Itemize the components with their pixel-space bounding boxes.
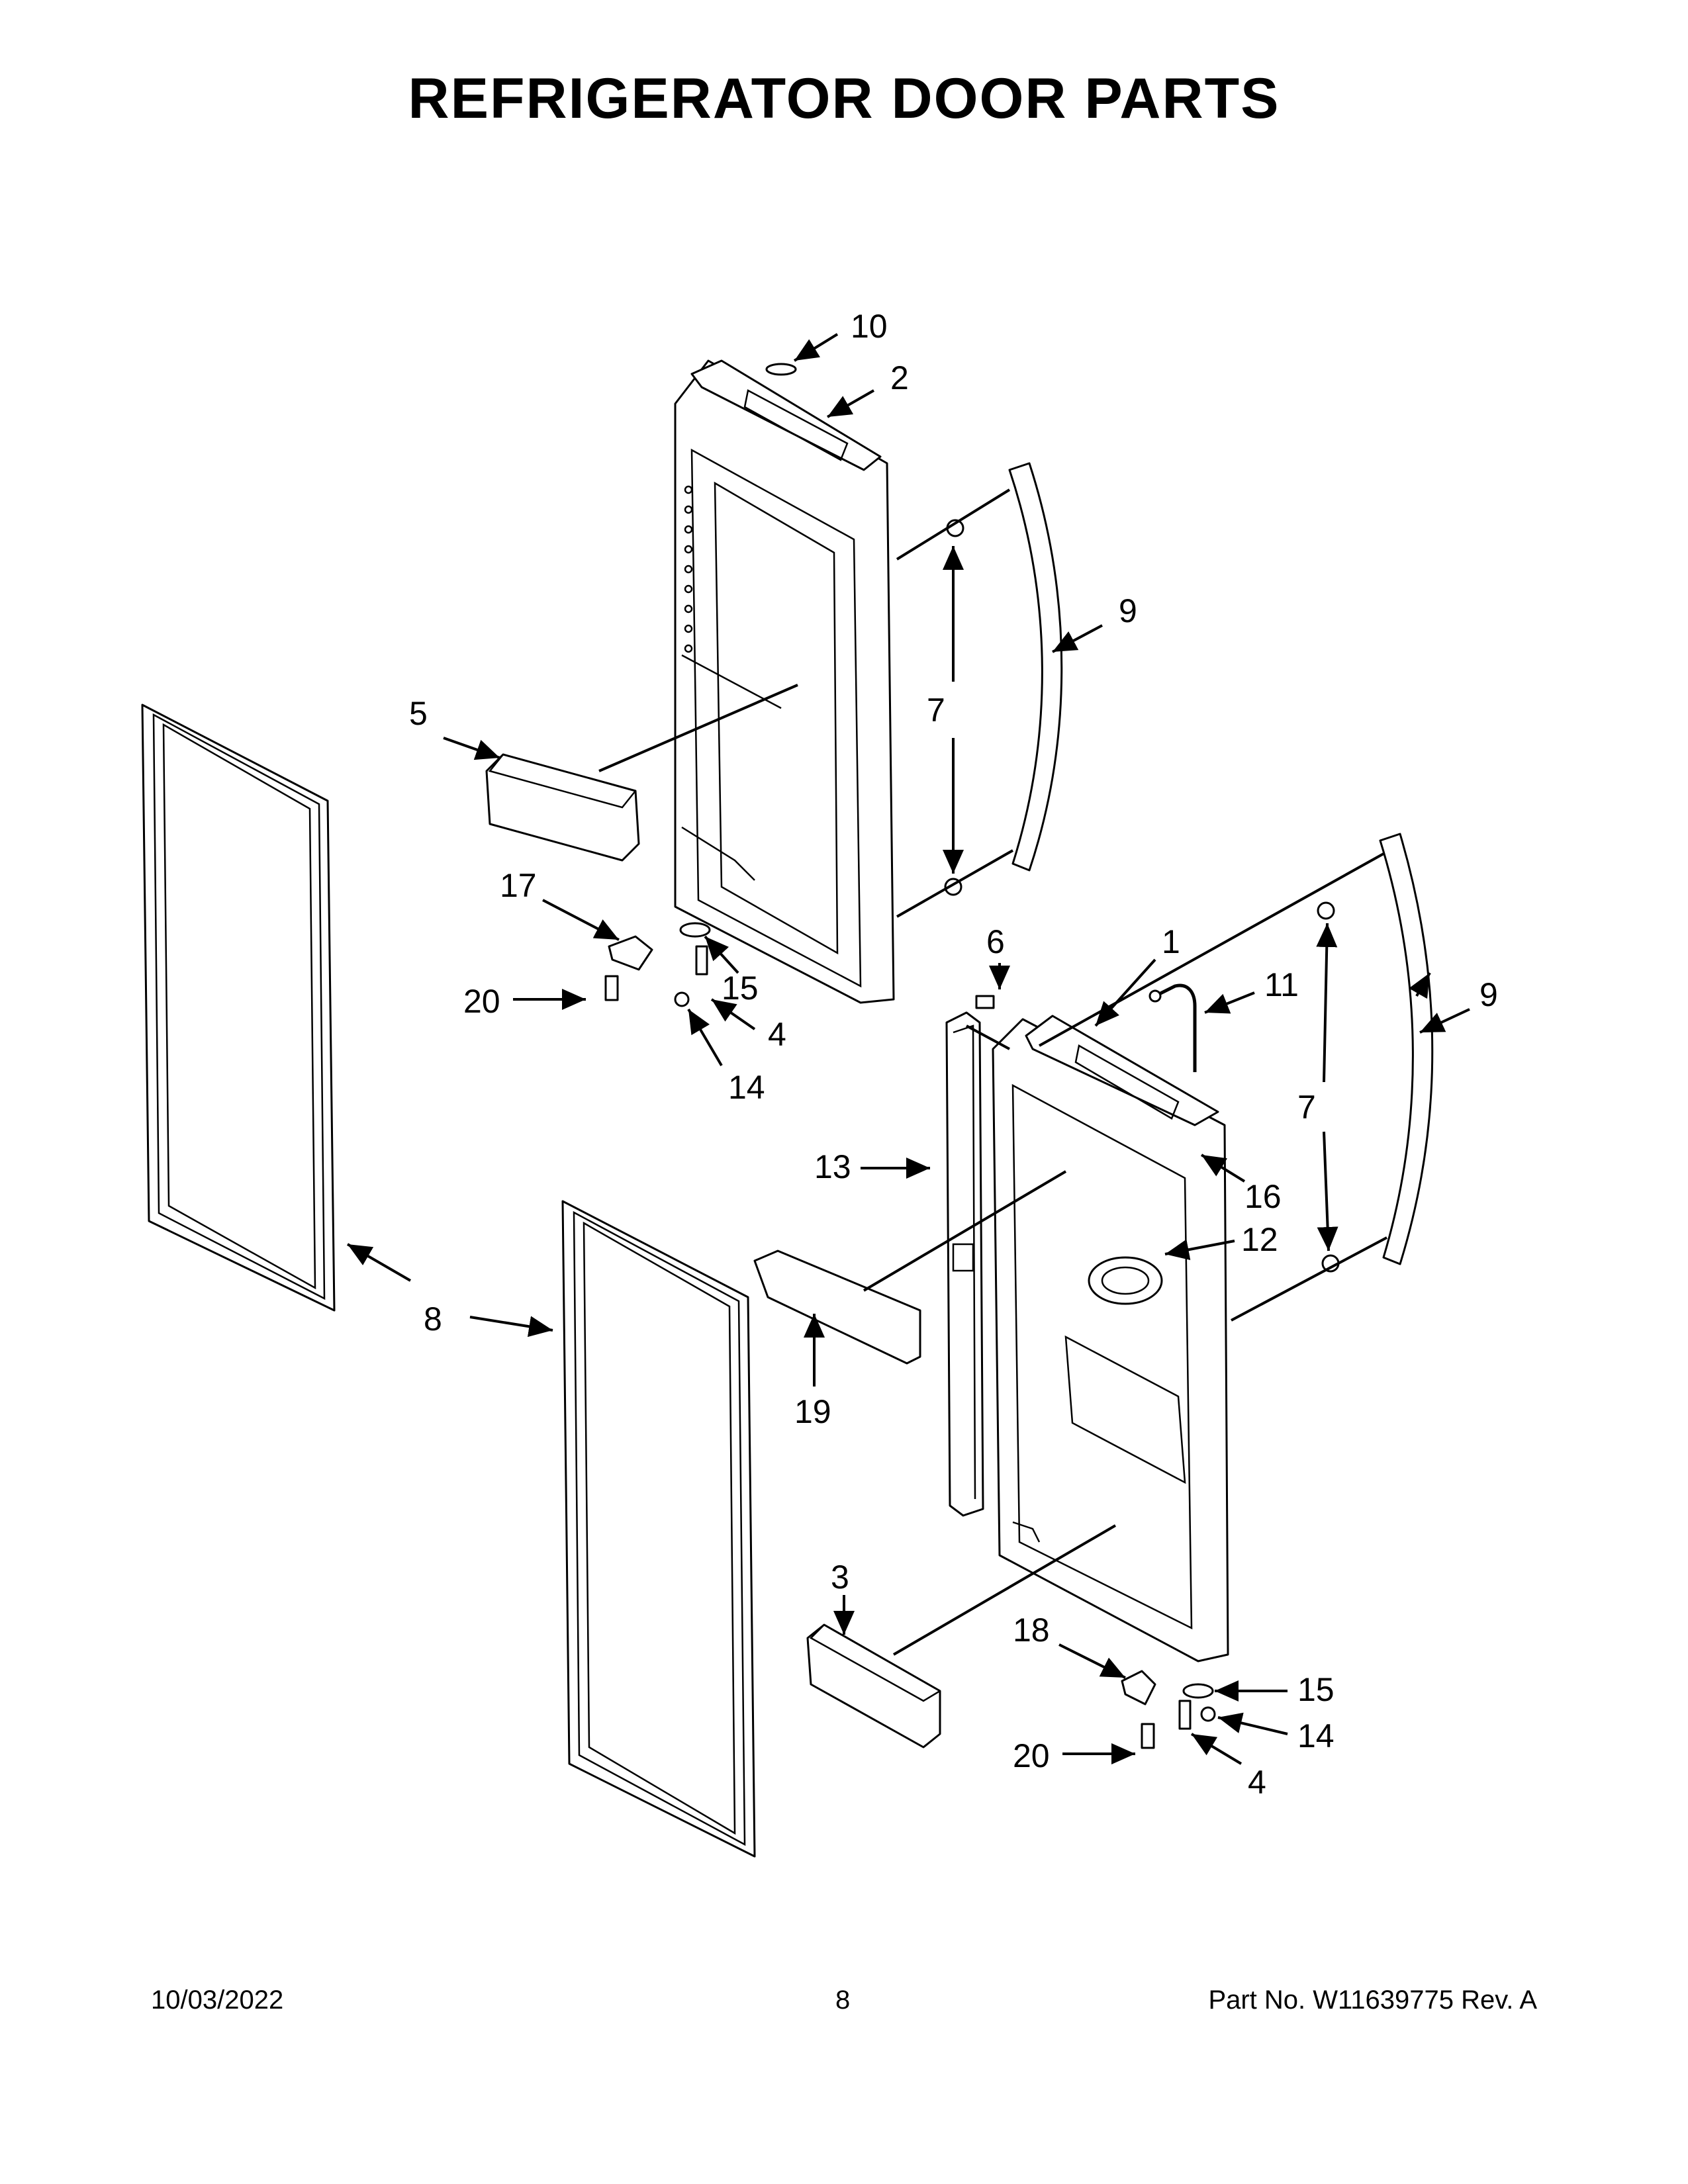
hinge-cover-left [608, 935, 653, 971]
callout-16: 16 [1244, 1178, 1282, 1215]
callout-7-upper: 7 [927, 692, 945, 729]
callout-4-right: 4 [1248, 1764, 1266, 1801]
callout-7-lower: 7 [1297, 1089, 1316, 1126]
callout-11: 11 [1264, 966, 1299, 1003]
shelf-bracket-holes [684, 485, 693, 653]
refrigerator-door-right [992, 1015, 1229, 1662]
callout-12: 12 [1241, 1221, 1278, 1258]
screw-20-left [604, 975, 619, 1001]
cap-10 [765, 363, 797, 376]
hinge-cover-right [1121, 1670, 1156, 1706]
door-bin-upper [485, 753, 640, 862]
refrigerator-door-left [674, 359, 895, 1004]
callout-6: 6 [986, 923, 1005, 960]
bushing-14-left [674, 991, 690, 1007]
callout-15-left: 15 [722, 970, 759, 1007]
callout-14-left: 14 [728, 1069, 765, 1106]
leader-arrows [346, 333, 1470, 1765]
callout-2: 2 [890, 359, 909, 396]
callout-3: 3 [831, 1559, 849, 1596]
water-tube [1149, 983, 1197, 1072]
door-handle-lower [1379, 833, 1434, 1265]
callout-9-lower: 9 [1479, 976, 1498, 1013]
door-handle-upper [1008, 462, 1063, 872]
callout-labels: 10 2 9 7 5 17 15 20 4 14 8 6 1 11 9 7 16… [409, 308, 1498, 1801]
page-title: REFRIGERATOR DOOR PARTS [408, 67, 1280, 130]
footer-part-number: Part No. W11639775 Rev. A [1208, 1985, 1537, 2015]
callout-19: 19 [794, 1393, 831, 1430]
callout-8: 8 [424, 1300, 442, 1338]
door-bin-lower [806, 1623, 941, 1749]
callout-20-right: 20 [1013, 1737, 1050, 1774]
washer-15-left [679, 922, 711, 938]
callout-9-upper: 9 [1119, 592, 1137, 629]
mullion [945, 1011, 984, 1517]
callout-1: 1 [1162, 923, 1180, 960]
callout-10: 10 [851, 308, 888, 345]
footer-page-number: 8 [835, 1985, 851, 2015]
screw-20-right [1141, 1723, 1155, 1749]
shelf-bracket [753, 1250, 921, 1365]
callout-17: 17 [500, 867, 537, 904]
callout-14-right: 14 [1297, 1717, 1335, 1754]
hinge-pin-4-left [695, 945, 708, 976]
callout-20-left: 20 [463, 983, 500, 1020]
callout-18: 18 [1013, 1612, 1050, 1649]
door-gasket-right [561, 1200, 756, 1858]
bushing-14-right [1200, 1706, 1216, 1722]
screw-6 [975, 995, 995, 1009]
washer-15-right [1182, 1683, 1214, 1699]
door-gasket-left [141, 704, 336, 1312]
callout-13: 13 [814, 1148, 851, 1185]
footer-date: 10/03/2022 [151, 1985, 284, 2015]
hinge-pin-4-right [1178, 1700, 1192, 1730]
callout-4-left: 4 [768, 1016, 786, 1053]
callout-5: 5 [409, 695, 428, 732]
callout-15-right: 15 [1297, 1671, 1335, 1708]
